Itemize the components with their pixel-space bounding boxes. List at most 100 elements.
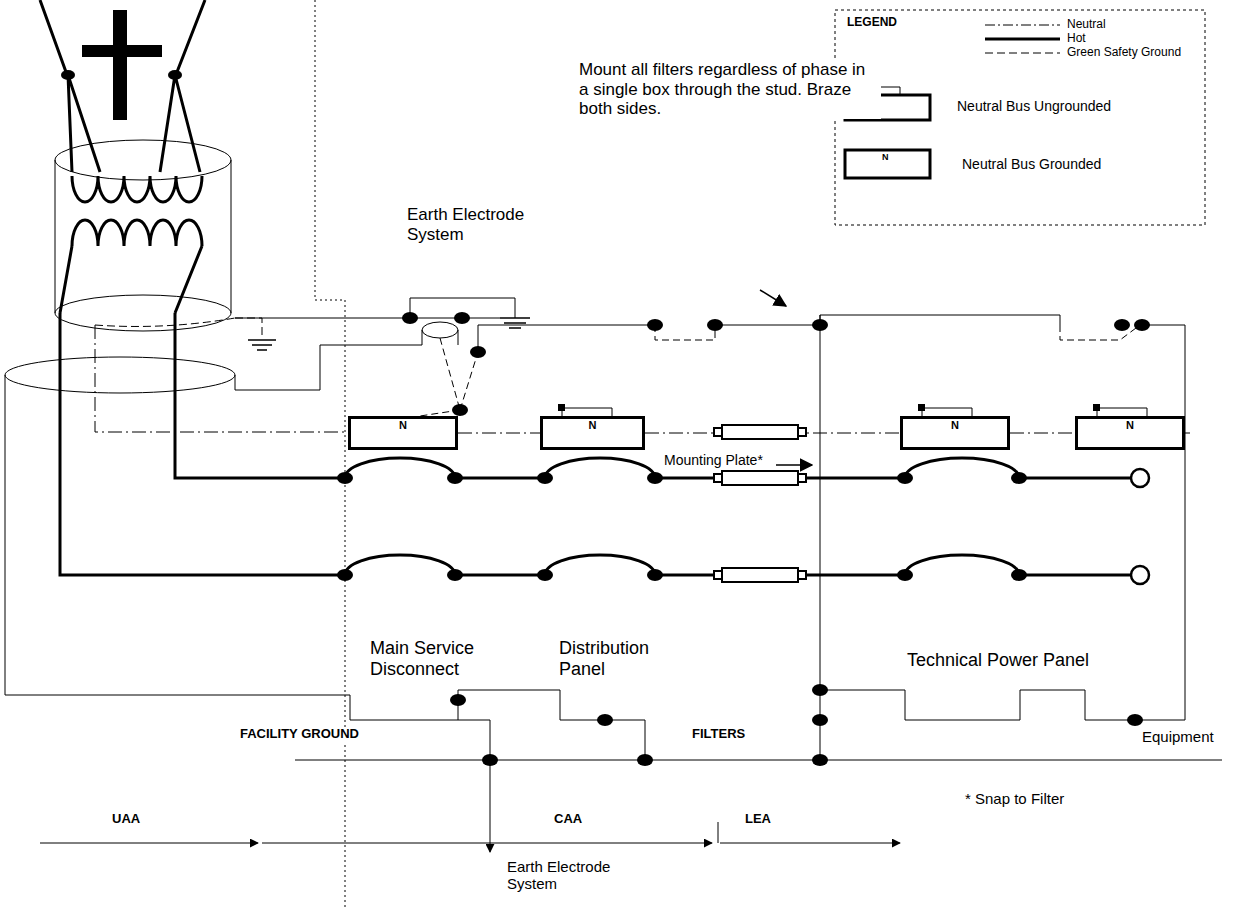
- neutral-conductor: [1010, 433, 1075, 434]
- drawing-stroke: [722, 425, 798, 439]
- drawing-stroke: [714, 425, 806, 582]
- drawing-stroke: [482, 754, 498, 766]
- filters-label: FILTERS: [690, 727, 747, 742]
- drawing-stroke: [60, 313, 1131, 575]
- neutral-bus: N: [900, 416, 1010, 450]
- drawing-stroke: [647, 569, 663, 581]
- drawing-stroke: [1127, 714, 1143, 726]
- drawing-stroke: [55, 295, 231, 331]
- drawing-stroke: [776, 464, 812, 466]
- footnote-text: * Snap to Filter: [963, 790, 1066, 807]
- drawing-stroke: [500, 318, 530, 328]
- drawing-stroke: [175, 313, 1131, 478]
- drawing-stroke: [655, 325, 1140, 340]
- drawing-stroke: [450, 694, 466, 706]
- drawing-stroke: [458, 720, 490, 721]
- bus-mark: N: [880, 152, 891, 162]
- drawing-stroke: [95, 318, 235, 326]
- drawing-stroke: [1114, 319, 1130, 331]
- drawing-stroke: [55, 160, 231, 313]
- drawing-stroke: [812, 684, 828, 696]
- drawing-stroke: [798, 571, 806, 579]
- drawing-stroke: [798, 428, 806, 436]
- drawing-stroke: [450, 684, 1143, 766]
- drawing-stroke: [985, 25, 1060, 26]
- drawing-stroke: [537, 569, 553, 581]
- area-label: LEA: [743, 812, 773, 827]
- drawing-stroke: [985, 53, 1060, 54]
- drawing-stroke: [295, 760, 1222, 761]
- drawing-stroke: [562, 408, 1147, 416]
- drawing-stroke: [478, 315, 1185, 720]
- drawing-stroke: [337, 472, 353, 484]
- drawing-stroke: [718, 822, 719, 843]
- drawing-stroke: [248, 340, 276, 350]
- drawing-stroke: [1131, 566, 1149, 584]
- panel-label: Distribution Panel: [557, 638, 676, 679]
- legend-entry: Hot: [1065, 32, 1088, 46]
- drawing-stroke: [537, 472, 553, 484]
- ground-label: FACILITY GROUND: [238, 727, 361, 742]
- drawing-stroke: [760, 290, 786, 306]
- drawing-stroke: [490, 720, 491, 852]
- neutral-bus: N: [540, 416, 645, 450]
- drawing-stroke: [1093, 404, 1100, 411]
- drawing-stroke: [72, 176, 202, 202]
- drawing-stroke: [798, 474, 806, 482]
- drawing-stroke: [647, 319, 663, 331]
- drawing-stroke: [168, 70, 182, 80]
- drawing-stroke: [722, 568, 798, 582]
- drawing-stroke: [40, 843, 258, 844]
- drawing-stroke: [82, 45, 162, 57]
- drawing-stroke: [337, 472, 1027, 581]
- drawing-stroke: [714, 428, 722, 436]
- drawing-stroke: [454, 312, 470, 324]
- panel-label: Technical Power Panel: [905, 650, 1091, 671]
- area-label: UAA: [110, 812, 142, 827]
- drawing-stroke: [722, 471, 798, 485]
- drawing-stroke: [597, 714, 613, 726]
- legend-title: LEGEND: [845, 16, 899, 30]
- note-text: Mount all filters regardless of phase in…: [577, 60, 881, 119]
- drawing-stroke: [422, 330, 458, 345]
- drawing-stroke: [262, 843, 712, 844]
- drawing-stroke: [897, 569, 913, 581]
- drawing-stroke: [61, 70, 75, 80]
- plate-label: Mounting Plate*: [662, 452, 765, 468]
- drawing-stroke: [95, 325, 348, 432]
- drawing-stroke: [647, 472, 663, 484]
- legend-entry: Neutral Bus Grounded: [960, 156, 1103, 172]
- drawing-stroke: [1011, 472, 1027, 484]
- drawing-stroke: [985, 38, 1060, 41]
- bus-mark: N: [1078, 419, 1182, 431]
- drawing-stroke: [337, 569, 353, 581]
- drawing-stroke: [812, 714, 828, 726]
- drawing-stroke: [72, 220, 202, 246]
- drawing-stroke: [1131, 469, 1149, 487]
- neutral-bus: N: [1075, 416, 1185, 450]
- legend-entry: Green Safety Ground: [1065, 46, 1183, 60]
- legend-entry: Neutral: [1065, 18, 1108, 32]
- legend-entry: Neutral Bus Ungrounded: [955, 98, 1113, 114]
- drawing-stroke: [637, 754, 653, 766]
- electrode-label: Earth Electrode System: [505, 858, 639, 893]
- electrode-label: Earth Electrode System: [405, 205, 539, 244]
- drawing-stroke: [720, 843, 900, 844]
- drawing-stroke: [113, 10, 127, 120]
- drawing-stroke: [452, 404, 468, 416]
- drawing-stroke: [714, 474, 722, 482]
- drawing-stroke: [5, 357, 235, 393]
- equipment-label: Equipment: [1140, 728, 1216, 745]
- drawing-stroke: [918, 404, 925, 411]
- drawing-stroke: [558, 404, 565, 411]
- area-label: CAA: [552, 812, 584, 827]
- drawing-stroke: [812, 754, 828, 766]
- bus-mark: N: [543, 419, 642, 431]
- drawing-stroke: [835, 10, 1205, 225]
- drawing-stroke: [68, 75, 200, 172]
- drawing-stroke: [1011, 569, 1027, 581]
- drawing-stroke: [422, 322, 458, 338]
